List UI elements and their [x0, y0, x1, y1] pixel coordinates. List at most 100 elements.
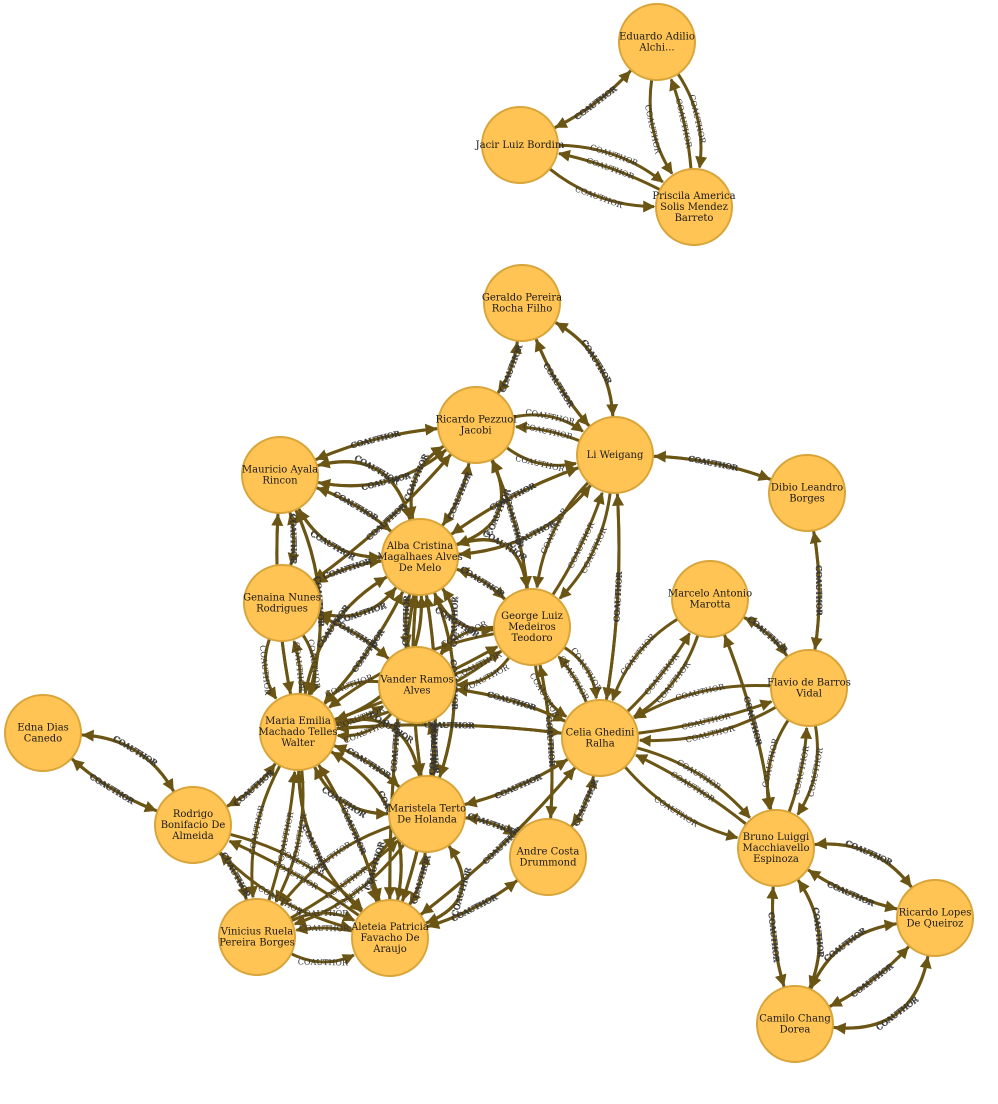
author-node-circle[interactable] — [671, 560, 749, 638]
edge-group — [463, 758, 568, 807]
edge-label-coauthor: COAUTHOR — [498, 343, 525, 394]
edge-group — [633, 684, 772, 720]
edge-group — [295, 922, 353, 935]
edge-group — [287, 512, 299, 567]
author-node-eduardo[interactable]: Eduardo AdilioAlchi... — [618, 3, 696, 81]
author-node-circle[interactable] — [493, 588, 571, 666]
author-node-circle[interactable] — [154, 786, 232, 864]
edge-group — [553, 70, 632, 130]
author-name-label: Jacobi — [459, 426, 491, 437]
edge-label-coauthor: COAUTHOR — [88, 772, 136, 806]
author-name-label: Araujo — [372, 944, 407, 955]
author-name-label: Marotta — [689, 600, 730, 611]
edge-label-coauthor: COAUTHOR — [849, 962, 895, 1000]
edge-group — [317, 449, 447, 488]
author-name-label: Aleteia Patricia — [350, 922, 429, 933]
author-node-circle[interactable] — [351, 899, 429, 977]
author-node-circle[interactable] — [737, 809, 815, 887]
coauthor-edge — [456, 535, 529, 590]
author-node-circle[interactable] — [218, 898, 296, 976]
author-node-circle[interactable] — [388, 775, 466, 853]
coauthor-edge — [318, 764, 381, 902]
edge-group — [669, 78, 693, 170]
author-node-circle[interactable] — [768, 454, 846, 532]
author-node-circle[interactable] — [243, 564, 321, 642]
author-node-circle[interactable] — [437, 386, 515, 464]
author-name-label: Geraldo Pereira — [482, 293, 562, 304]
author-name-label: Maristela Terto — [388, 804, 466, 815]
author-node-circle[interactable] — [4, 694, 82, 772]
author-node-circle[interactable] — [483, 264, 561, 342]
author-node-circle[interactable] — [561, 699, 639, 777]
author-node-circle[interactable] — [381, 518, 459, 596]
author-node-circle[interactable] — [896, 879, 974, 957]
coauthor-edge — [496, 341, 522, 395]
author-name-label: Celia Ghedini — [566, 728, 635, 739]
coauthor-edge — [832, 956, 932, 1030]
coauthor-edge — [439, 625, 495, 654]
edge-label-coauthor: COAUTHOR — [688, 454, 740, 473]
author-node-circle[interactable] — [618, 3, 696, 81]
coauthor-edge — [635, 753, 748, 826]
edge-label-coauthor: COAUTHOR — [825, 880, 875, 909]
edge-group — [455, 684, 567, 723]
coauthor-edge — [427, 721, 439, 777]
coauthor-edge — [70, 757, 157, 813]
author-name-label: Dibio Leandro — [771, 483, 843, 494]
coauthor-edge — [534, 337, 590, 427]
author-node-jacir[interactable]: Jacir Luiz Bordim — [475, 106, 565, 184]
edge-label-coauthor: COAUTHOR — [288, 513, 298, 564]
coauthor-edge — [316, 486, 393, 533]
author-name-label: Rincon — [262, 476, 298, 487]
edge-group — [648, 79, 674, 175]
edge-label-coauthor: COAUTHOR — [428, 724, 440, 776]
edge-label-coauthor: COAUTHOR — [574, 185, 625, 211]
coauthor-edge — [451, 466, 580, 535]
author-node-circle[interactable] — [481, 106, 559, 184]
author-node-circle[interactable] — [756, 985, 834, 1063]
coauthor-edge — [676, 72, 708, 169]
edge-group — [334, 744, 401, 789]
author-name-label: Medeiros — [508, 622, 556, 633]
author-name-label: Jacir Luiz Bordim — [475, 140, 565, 151]
edge-label-coauthor: COAUTHOR — [308, 529, 356, 563]
author-node-circle[interactable] — [576, 416, 654, 494]
coauthor-edge — [290, 910, 356, 923]
author-node-circle[interactable] — [655, 168, 733, 246]
author-node-circle[interactable] — [378, 646, 456, 724]
author-node-circle[interactable] — [770, 649, 848, 727]
author-node-circle[interactable] — [509, 818, 587, 896]
author-name-label: Almeida — [171, 831, 213, 842]
edge-group — [623, 765, 739, 841]
coauthor-edge — [335, 713, 422, 777]
author-name-label: Ralha — [585, 739, 614, 750]
edge-group — [810, 922, 898, 989]
coauthor-edge — [557, 149, 661, 192]
author-node-circle[interactable] — [241, 436, 319, 514]
edge-label-coauthor: COAUTHOR — [643, 104, 663, 156]
author-node-circle[interactable] — [259, 693, 337, 771]
author-node-li[interactable]: Li Weigang — [576, 416, 654, 494]
